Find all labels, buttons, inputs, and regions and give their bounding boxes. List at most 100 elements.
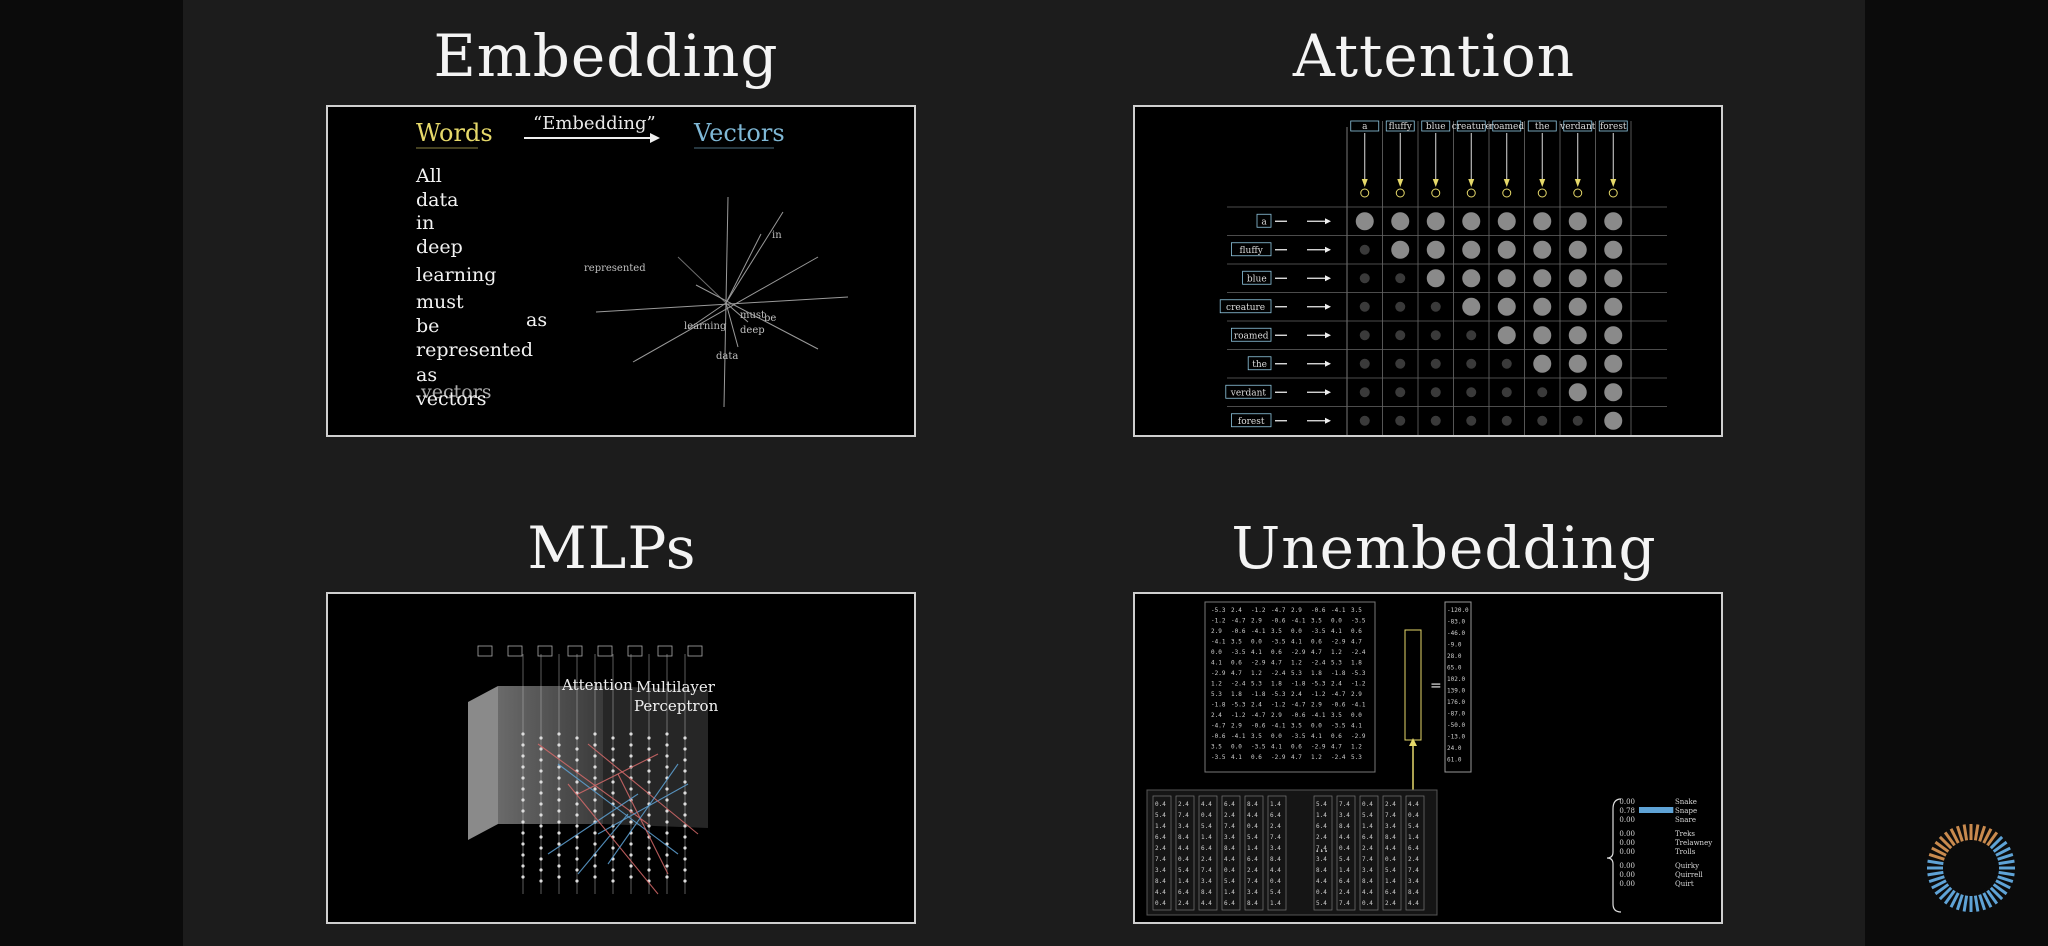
svg-text:139.0: 139.0 bbox=[1447, 688, 1465, 695]
svg-text:4.4: 4.4 bbox=[1201, 801, 1212, 808]
svg-text:-4.7: -4.7 bbox=[1331, 691, 1346, 698]
attention-score-dot bbox=[1395, 358, 1406, 369]
svg-text:-2.4: -2.4 bbox=[1351, 649, 1366, 656]
output-word: Snape bbox=[1675, 807, 1697, 815]
svg-text:5.4: 5.4 bbox=[1339, 856, 1350, 863]
svg-text:176.0: 176.0 bbox=[1447, 699, 1465, 706]
svg-text:3.5: 3.5 bbox=[1211, 744, 1222, 751]
svg-text:7.4: 7.4 bbox=[1362, 856, 1373, 863]
svg-text:4.4: 4.4 bbox=[1385, 845, 1396, 852]
svg-text:-4.1: -4.1 bbox=[1291, 618, 1306, 625]
svg-text:-3.5: -3.5 bbox=[1211, 754, 1226, 761]
svg-text:61.0: 61.0 bbox=[1447, 757, 1462, 764]
attention-score-dot bbox=[1604, 383, 1623, 402]
attention-score-dot bbox=[1497, 297, 1516, 316]
svg-text:2.9: 2.9 bbox=[1311, 702, 1322, 709]
svg-text:3.4: 3.4 bbox=[1224, 834, 1235, 841]
svg-text:6.4: 6.4 bbox=[1155, 834, 1166, 841]
unembedding-output-vector bbox=[1444, 601, 1472, 773]
svg-text:0.4: 0.4 bbox=[1270, 878, 1281, 885]
attention-row-token: verdant bbox=[1230, 388, 1267, 398]
attention-score-dot bbox=[1395, 330, 1406, 341]
attention-col-token: the bbox=[1535, 122, 1550, 132]
svg-text:1.4: 1.4 bbox=[1270, 900, 1281, 907]
svg-text:4.7: 4.7 bbox=[1291, 754, 1302, 761]
attention-score-dot bbox=[1572, 415, 1583, 426]
svg-text:4.7: 4.7 bbox=[1271, 660, 1282, 667]
attention-column: roamed bbox=[1489, 120, 1524, 198]
attention-row-token: forest bbox=[1238, 417, 1265, 427]
svg-text:-0.6: -0.6 bbox=[1311, 607, 1326, 614]
svg-text:0.4: 0.4 bbox=[1224, 867, 1235, 874]
attention-score-dot bbox=[1537, 415, 1548, 426]
svg-text:4.1: 4.1 bbox=[1211, 660, 1222, 667]
svg-text:-0.6: -0.6 bbox=[1271, 618, 1286, 625]
svg-text:0.0: 0.0 bbox=[1331, 618, 1342, 625]
svg-text:2.4: 2.4 bbox=[1408, 856, 1419, 863]
output-word: Treks bbox=[1675, 830, 1695, 838]
svg-text:-9.0: -9.0 bbox=[1447, 642, 1462, 649]
attention-score-dot bbox=[1395, 415, 1406, 426]
attention-score-dot bbox=[1359, 415, 1370, 426]
svg-text:-1.8: -1.8 bbox=[1331, 670, 1346, 677]
attention-score-dot bbox=[1426, 269, 1445, 288]
svg-text:4.4: 4.4 bbox=[1316, 878, 1327, 885]
svg-text:-2.4: -2.4 bbox=[1231, 681, 1246, 688]
svg-text:5.3: 5.3 bbox=[1211, 691, 1222, 698]
svg-text:0.4: 0.4 bbox=[1385, 856, 1396, 863]
attention-row-token: creature bbox=[1226, 303, 1265, 313]
vector-label: must bbox=[740, 310, 765, 321]
svg-text:1.8: 1.8 bbox=[1351, 660, 1362, 667]
attention-col-token: fluffy bbox=[1389, 122, 1413, 132]
svg-text:7.4: 7.4 bbox=[1178, 812, 1189, 819]
attention-score-dot bbox=[1604, 240, 1623, 259]
svg-text:4.4: 4.4 bbox=[1408, 900, 1419, 907]
attention-score-dot bbox=[1604, 297, 1623, 316]
svg-text:4.7: 4.7 bbox=[1311, 649, 1322, 656]
svg-text:-4.1: -4.1 bbox=[1211, 639, 1226, 646]
unembedding-title: Unembedding bbox=[1231, 514, 1657, 582]
svg-text:3.4: 3.4 bbox=[1408, 878, 1419, 885]
svg-text:0.6: 0.6 bbox=[1291, 744, 1302, 751]
svg-text:3.5: 3.5 bbox=[1271, 628, 1282, 635]
output-word: Quirrell bbox=[1675, 871, 1704, 879]
attention-score-dot bbox=[1568, 326, 1587, 345]
svg-text:2.4: 2.4 bbox=[1224, 812, 1235, 819]
attention-score-dot bbox=[1497, 269, 1516, 288]
vector-label: be bbox=[764, 313, 776, 324]
attention-score-dot bbox=[1533, 297, 1552, 316]
svg-text:1.4: 1.4 bbox=[1362, 823, 1373, 830]
svg-text:1.4: 1.4 bbox=[1385, 878, 1396, 885]
attention-score-dot bbox=[1395, 273, 1406, 284]
attention-score-dot bbox=[1604, 326, 1623, 345]
attention-block-side bbox=[468, 686, 498, 840]
svg-text:-1.8: -1.8 bbox=[1291, 681, 1306, 688]
svg-text:-3.5: -3.5 bbox=[1231, 649, 1246, 656]
svg-text:2.4: 2.4 bbox=[1211, 712, 1222, 719]
attention-score-dot bbox=[1533, 212, 1552, 231]
svg-text:6.4: 6.4 bbox=[1408, 845, 1419, 852]
svg-text:2.4: 2.4 bbox=[1291, 691, 1302, 698]
svg-text:7.4: 7.4 bbox=[1339, 900, 1350, 907]
attention-score-dot bbox=[1430, 387, 1441, 398]
svg-text:0.4: 0.4 bbox=[1362, 900, 1373, 907]
svg-text:-4.1: -4.1 bbox=[1251, 628, 1266, 635]
svg-text:2.4: 2.4 bbox=[1331, 681, 1342, 688]
svg-text:8.4: 8.4 bbox=[1408, 889, 1419, 896]
output-word: Snake bbox=[1675, 798, 1697, 806]
vector-label: represented bbox=[584, 263, 646, 274]
svg-text:-1.2: -1.2 bbox=[1251, 607, 1266, 614]
vector-label: in bbox=[772, 230, 782, 241]
attention-col-token: a bbox=[1362, 122, 1368, 132]
svg-text:-0.6: -0.6 bbox=[1211, 733, 1226, 740]
svg-text:-1.8: -1.8 bbox=[1211, 702, 1226, 709]
attention-score-dot bbox=[1466, 330, 1477, 341]
svg-text:-13.0: -13.0 bbox=[1447, 734, 1465, 741]
mlp-label-attention: Attention bbox=[561, 676, 633, 694]
attention-score-dot bbox=[1604, 212, 1623, 231]
svg-text:-4.7: -4.7 bbox=[1251, 712, 1266, 719]
attention-score-dot bbox=[1497, 240, 1516, 259]
svg-text:1.4: 1.4 bbox=[1247, 845, 1258, 852]
unembedding-matrix bbox=[1204, 601, 1376, 773]
mlp-label-perceptron: Perceptron bbox=[634, 697, 719, 715]
